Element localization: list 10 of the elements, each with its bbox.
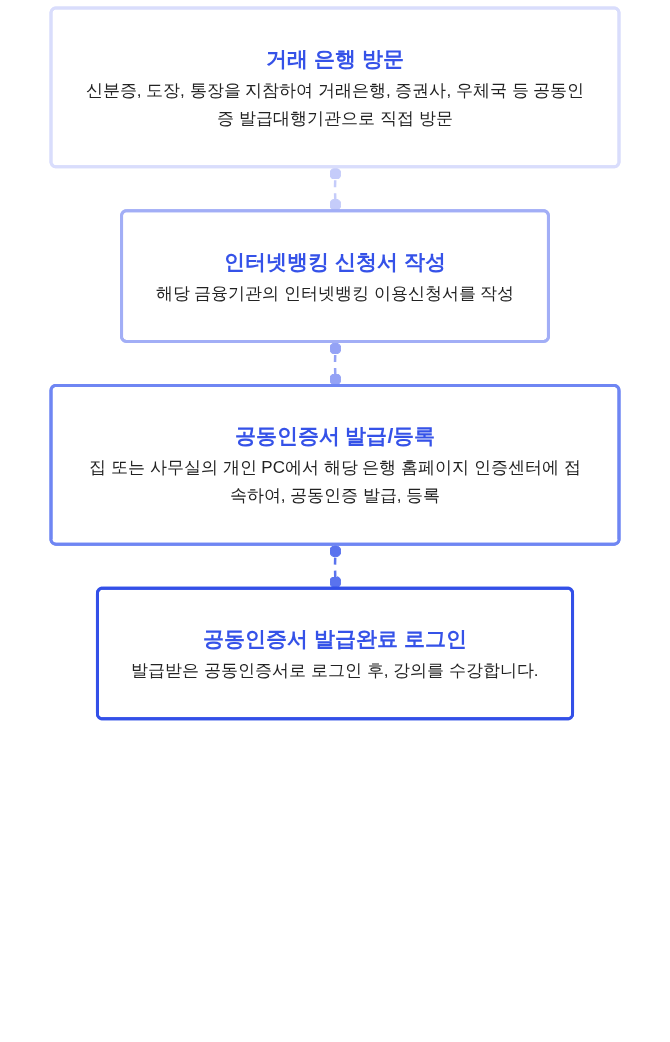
node-label: 발급받은 공동인증서로 로그인 후, 강의를 수강합니다. — [131, 660, 539, 680]
step-title: 공동인증서 발급/등록 — [234, 424, 436, 448]
node-label: 신분증, 도장, 통장을 지참하여 거래은행, 증권사, 우체국 등 공동인증 발급대행기관으로 직접 방문 — [85, 80, 585, 128]
node-label: 해당 금융기관의 인터넷뱅킹 이용신청서를 작성 — [155, 283, 515, 303]
node-label: 집 또는 사무실의 개인 PC에서 해당 은행 홈페이지 인증센터에 접속하여, 공동인증 발급, 등록 — [89, 458, 581, 506]
dashed-connector — [329, 544, 342, 589]
step-title: 공동인증서 발급완료 로그인 — [203, 627, 467, 651]
step-title: 인터넷뱅킹 신청서 작성 — [224, 249, 446, 273]
dashed-connector — [329, 341, 342, 386]
step-title: 거래 은행 방문 — [266, 47, 404, 70]
